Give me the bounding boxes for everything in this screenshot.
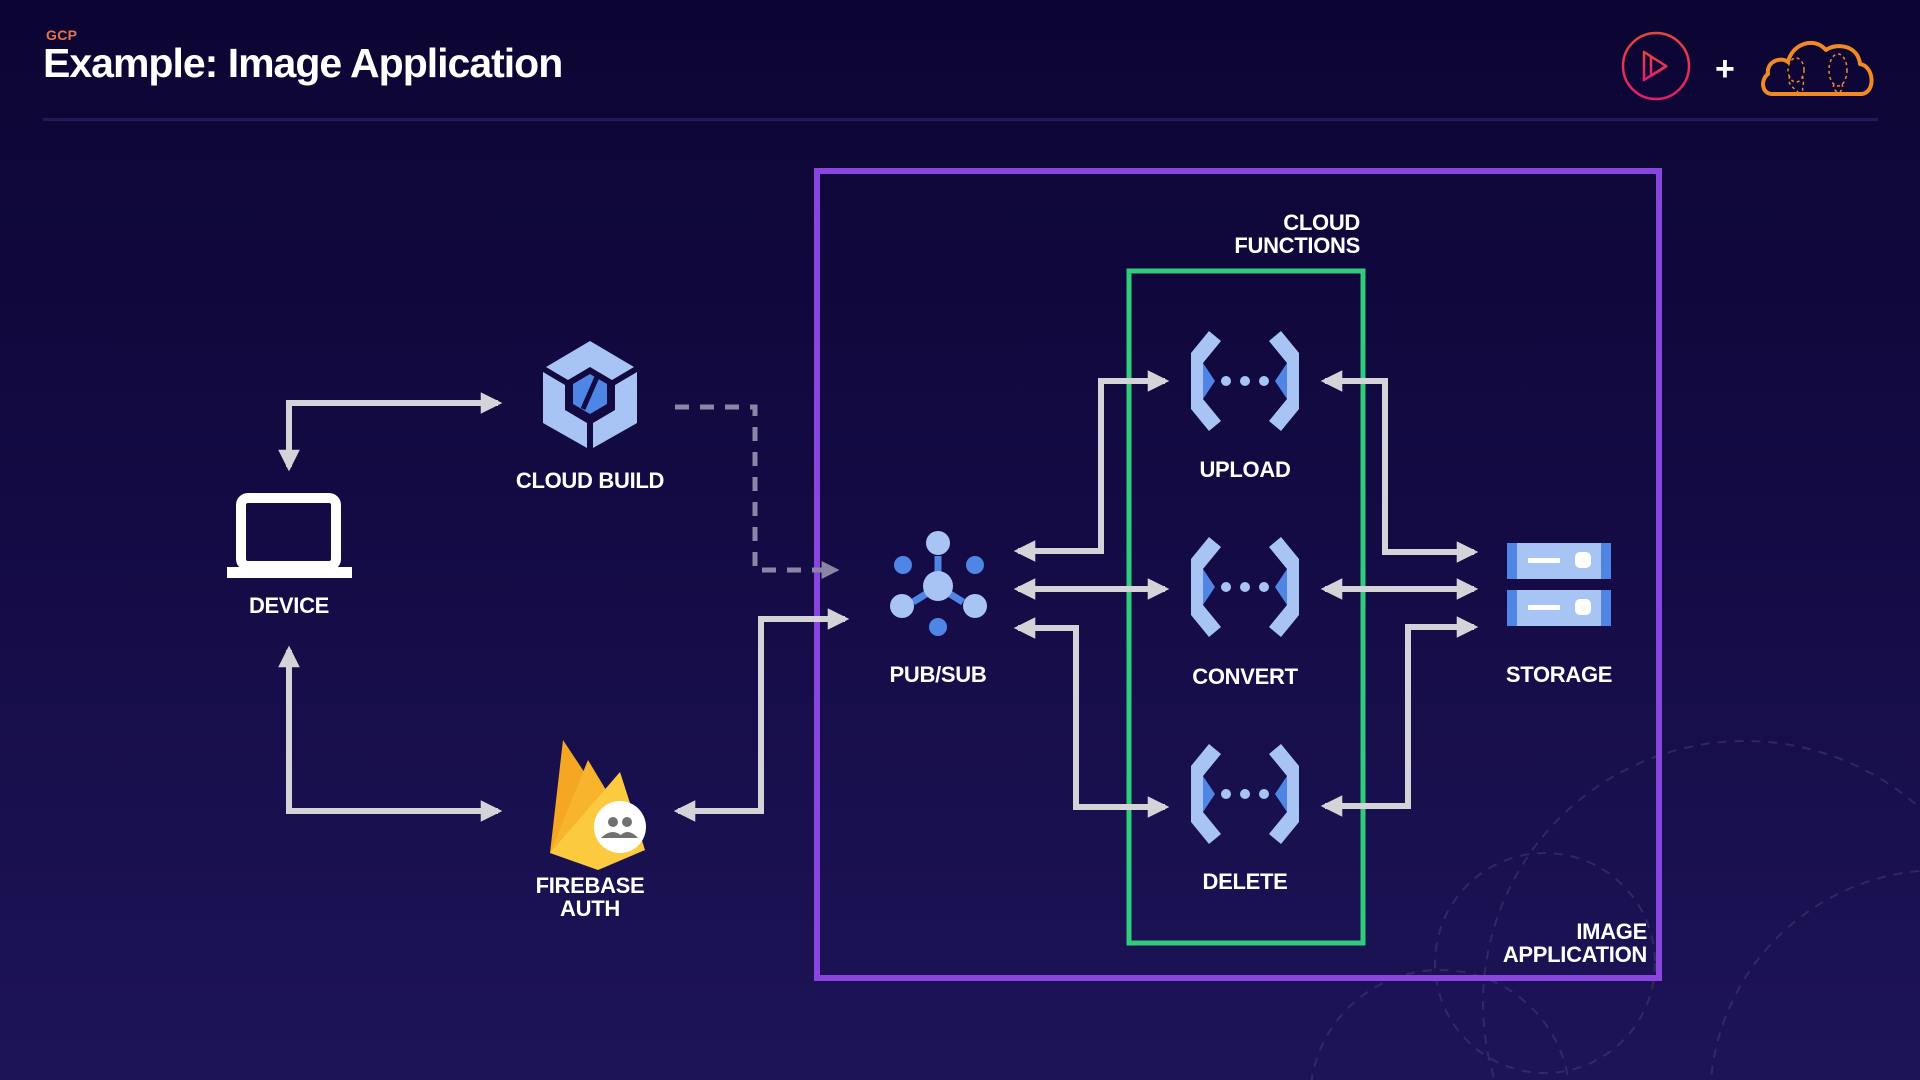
cloud-function-icon-upload bbox=[1191, 331, 1299, 431]
plus-icon: + bbox=[1715, 50, 1735, 88]
cloud-function-icon-convert bbox=[1191, 537, 1299, 637]
bracket-shape bbox=[1275, 776, 1287, 812]
cloud-build-icon bbox=[543, 341, 637, 448]
bracket-shape bbox=[1191, 537, 1221, 637]
edge-delete-storage bbox=[1320, 616, 1479, 817]
storage-icon bbox=[1507, 543, 1611, 626]
node-label-firebase-auth: FIREBASE AUTH bbox=[490, 874, 690, 920]
page-title: Example: Image Application bbox=[43, 40, 563, 86]
play-brand-logo-icon bbox=[1621, 31, 1691, 101]
cloud-functions-group bbox=[1126, 268, 1366, 946]
edge-firebase-pubsub bbox=[673, 608, 850, 822]
application-label-line1: IMAGE bbox=[1576, 919, 1647, 944]
edge-pubsub-upload bbox=[1013, 370, 1170, 562]
dot-shape bbox=[1221, 582, 1231, 592]
firebase-auth-icon bbox=[550, 740, 646, 870]
group-label-cloud-functions: CLOUD FUNCTIONS bbox=[1110, 211, 1360, 257]
bracket-shape bbox=[1275, 569, 1287, 605]
laptop-icon bbox=[227, 493, 352, 578]
group-label-image-application: IMAGE APPLICATION bbox=[1397, 920, 1647, 966]
node-label-cloud-build: CLOUD BUILD bbox=[515, 468, 665, 493]
edge-device-firebase bbox=[278, 645, 503, 822]
firebase-label-line2: AUTH bbox=[560, 896, 620, 921]
bracket-shape bbox=[1275, 363, 1287, 399]
dot-shape bbox=[1240, 789, 1250, 799]
dot-shape bbox=[1259, 789, 1269, 799]
header-divider bbox=[43, 118, 1878, 121]
dot-shape bbox=[1259, 376, 1269, 386]
edge-cloudbuild-pubsub bbox=[675, 404, 840, 579]
functions-label-line1: CLOUD bbox=[1283, 210, 1360, 235]
bracket-shape bbox=[1191, 744, 1221, 844]
bracket-shape bbox=[1269, 744, 1299, 844]
section-eyebrow: GCP bbox=[46, 27, 78, 43]
image-application-group bbox=[814, 168, 1662, 981]
node-label-convert: CONVERT bbox=[1192, 664, 1298, 689]
edge-pubsub-delete bbox=[1013, 617, 1170, 818]
bracket-shape bbox=[1269, 331, 1299, 431]
dot-shape bbox=[1240, 582, 1250, 592]
node-label-delete: DELETE bbox=[1202, 869, 1288, 894]
bracket-shape bbox=[1191, 331, 1221, 431]
application-label-line2: APPLICATION bbox=[1502, 942, 1647, 967]
dot-shape bbox=[1240, 376, 1250, 386]
edge-upload-storage bbox=[1320, 370, 1479, 563]
dot-shape bbox=[1259, 582, 1269, 592]
functions-label-line2: FUNCTIONS bbox=[1234, 233, 1360, 258]
node-label-upload: UPLOAD bbox=[1199, 457, 1291, 482]
bracket-shape bbox=[1269, 537, 1299, 637]
bracket-shape bbox=[1203, 363, 1215, 399]
bracket-shape bbox=[1203, 569, 1215, 605]
node-label-device: DEVICE bbox=[248, 593, 330, 618]
node-label-pubsub: PUB/SUB bbox=[889, 662, 987, 687]
node-label-storage: STORAGE bbox=[1505, 662, 1613, 687]
dot-shape bbox=[1221, 376, 1231, 386]
edge-device-cloudbuild bbox=[278, 392, 503, 472]
dot-shape bbox=[1221, 789, 1231, 799]
cloud-brand-logo-icon bbox=[1761, 40, 1874, 96]
bracket-shape bbox=[1203, 776, 1215, 812]
firebase-label-line1: FIREBASE bbox=[535, 873, 645, 898]
cloud-function-icon-delete bbox=[1191, 744, 1299, 844]
pubsub-icon bbox=[890, 531, 987, 636]
